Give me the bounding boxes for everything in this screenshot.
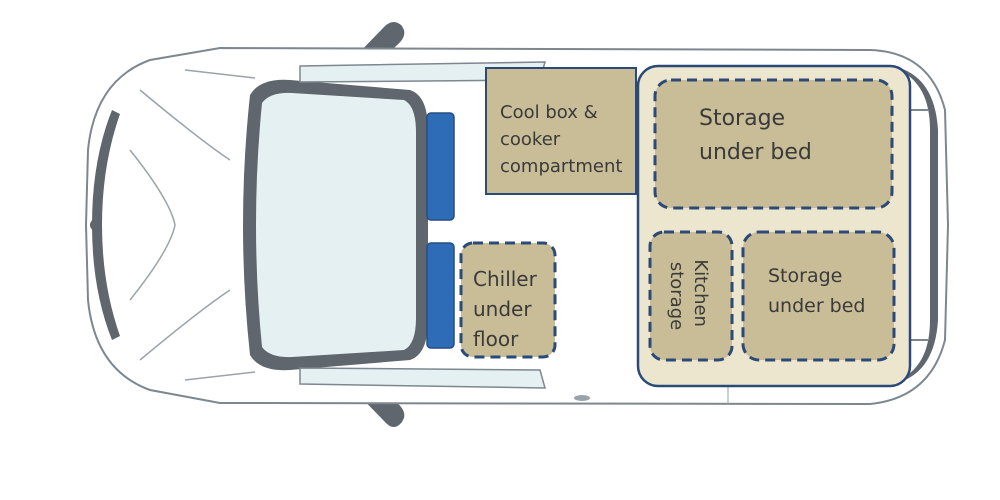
storage-under-bed-bottom: Storage under bed bbox=[741, 230, 896, 362]
front-bumper bbox=[92, 110, 120, 340]
storage-bottom-label-line-2: under bed bbox=[768, 295, 866, 317]
chiller-under-floor: Chiller under floor bbox=[459, 241, 557, 359]
storage-top-label-line-1: Storage bbox=[699, 106, 785, 131]
passenger-seat bbox=[426, 242, 455, 349]
chiller-label-line-1: Chiller bbox=[473, 267, 538, 291]
storage-top-label-line-2: under bed bbox=[699, 140, 812, 165]
svg-text:Storage under bed: Storage under bed bbox=[699, 106, 812, 165]
windscreen bbox=[243, 79, 428, 371]
cool-box-label-line-2: cooker bbox=[500, 129, 561, 150]
driver-seat bbox=[426, 112, 455, 221]
door-handle bbox=[574, 395, 590, 401]
cool-box-compartment: Cool box & cooker compartment bbox=[485, 67, 637, 195]
side-window-bottom bbox=[299, 367, 546, 389]
chiller-label-line-2: under bbox=[473, 297, 532, 321]
storage-bottom-label-line-1: Storage bbox=[768, 265, 842, 287]
kitchen-label-line-1: Kitchen bbox=[690, 259, 711, 327]
cool-box-label-line-3: compartment bbox=[500, 156, 622, 177]
kitchen-storage: Kitchen storage bbox=[648, 230, 734, 362]
kitchen-label-line-2: storage bbox=[666, 262, 687, 330]
chiller-label-line-3: floor bbox=[473, 327, 519, 351]
svg-text:Chiller under floo: Chiller under floor bbox=[473, 267, 543, 351]
svg-text:Cool box & cooker: Cool box & cooker compartment bbox=[500, 102, 622, 177]
cool-box-label-line-1: Cool box & bbox=[500, 102, 598, 123]
storage-under-bed-top: Storage under bed bbox=[653, 78, 894, 210]
badge-icon bbox=[90, 219, 102, 231]
rear-lights bbox=[900, 68, 938, 382]
svg-text:Storage under bed: Storage under bed bbox=[768, 265, 866, 317]
hood-lines bbox=[129, 69, 256, 381]
svg-text:Kitchen storage: Kitchen storage bbox=[666, 259, 711, 332]
